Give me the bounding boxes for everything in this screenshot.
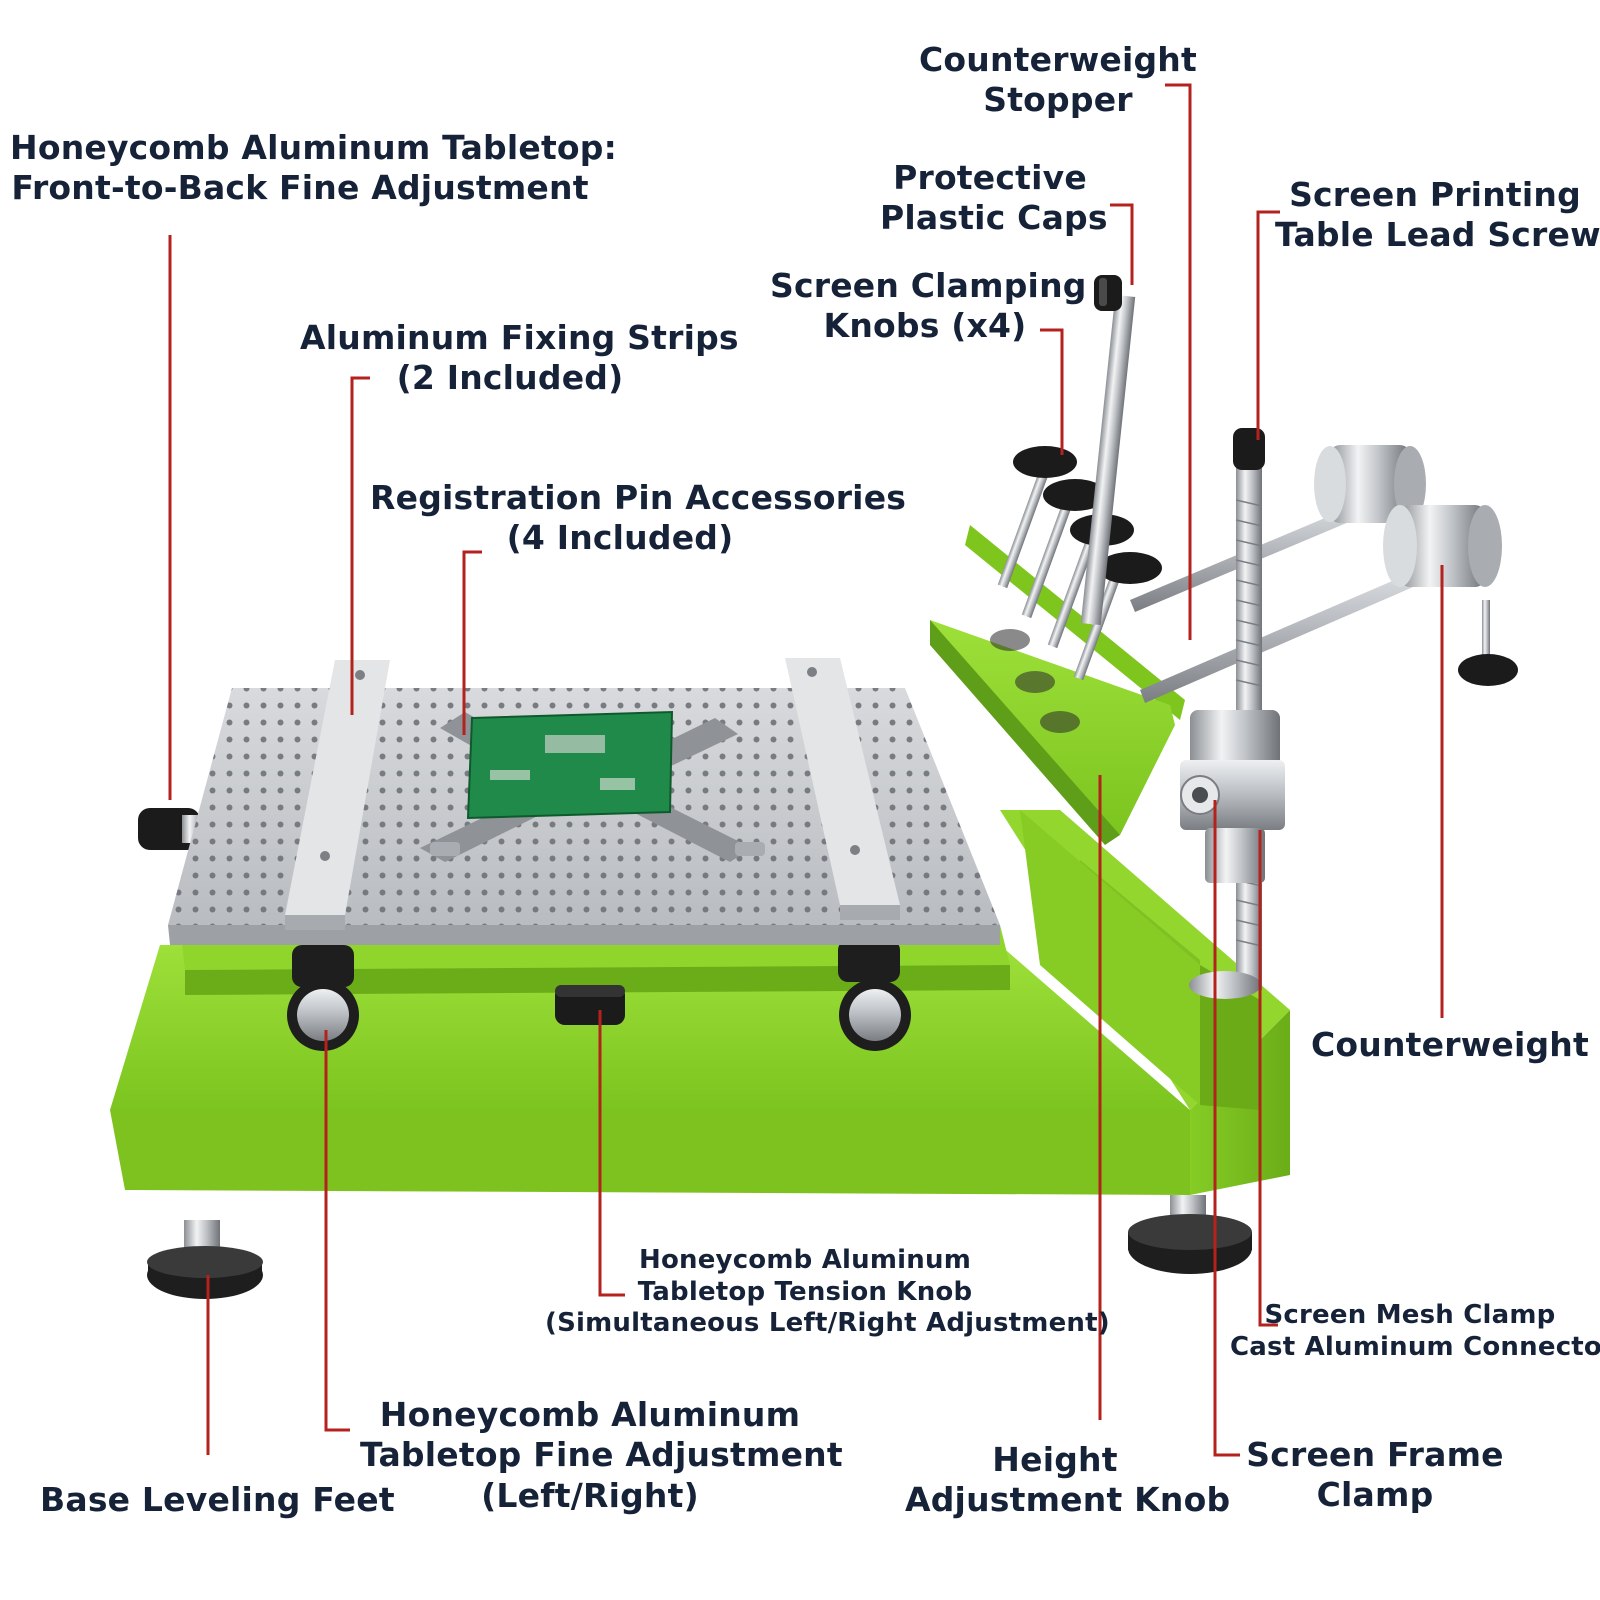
tension-knob-line-1: Honeycomb Aluminum bbox=[638, 1245, 971, 1275]
leader-fine-adjust-lr bbox=[324, 1030, 350, 1432]
clamping-knobs-line-1: Screen Clamping bbox=[770, 266, 1087, 305]
fine-adjust-lr-line-3: (Left/Right) bbox=[481, 1475, 699, 1515]
label-counterweight: Counterweight bbox=[1310, 1025, 1590, 1065]
leader-fixing-strips bbox=[350, 376, 370, 715]
label-frame-clamp: Screen Frame Clamp bbox=[1245, 1435, 1505, 1516]
leveling-foot-left bbox=[147, 1220, 263, 1299]
screen-frame-clamp bbox=[930, 525, 1185, 845]
label-protective-caps: Protective Plastic Caps bbox=[880, 158, 1108, 239]
counterweight-upper bbox=[1314, 445, 1426, 523]
mesh-clamp-connector-line-2: Cast Aluminum Connector bbox=[1230, 1331, 1600, 1362]
label-tabletop-front-back: Honeycomb Aluminum Tabletop: Front-to-Ba… bbox=[10, 128, 618, 209]
height-knob-line-2: Adjustment Knob bbox=[905, 1480, 1231, 1520]
label-counterweight-stopper: Counterweight Stopper bbox=[918, 40, 1198, 121]
leader-clamping-knobs bbox=[1040, 328, 1064, 455]
label-height-knob: Height Adjustment Knob bbox=[905, 1440, 1231, 1521]
counterweight-stopper-line-1: Counterweight bbox=[919, 40, 1197, 79]
tabletop-front-back-line-1: Honeycomb Aluminum Tabletop: bbox=[10, 128, 618, 167]
protective-caps-line-2: Plastic Caps bbox=[880, 198, 1108, 238]
lead-screw-line-2: Table Lead Screw bbox=[1275, 215, 1600, 255]
label-fixing-strips: Aluminum Fixing Strips (2 Included) bbox=[300, 318, 739, 399]
fixing-strips-line-1: Aluminum Fixing Strips bbox=[300, 318, 739, 357]
label-fine-adjust-lr: Honeycomb Aluminum Tabletop Fine Adjustm… bbox=[360, 1395, 843, 1516]
label-lead-screw: Screen Printing Table Lead Screw bbox=[1275, 175, 1600, 256]
fixing-strips-line-2: (2 Included) bbox=[396, 358, 624, 398]
registration-pins-line-2: (4 Included) bbox=[506, 518, 734, 558]
leader-protective-caps bbox=[1110, 203, 1134, 285]
mesh-clamp-connector-line-1: Screen Mesh Clamp bbox=[1264, 1300, 1556, 1330]
height-knob-line-1: Height bbox=[992, 1440, 1118, 1479]
fine-adjust-knob-left bbox=[287, 945, 359, 1051]
leader-frame-clamp bbox=[1213, 800, 1240, 1457]
lead-screw-line-1: Screen Printing bbox=[1289, 175, 1581, 214]
leveling-feet-line-1: Base Leveling Feet bbox=[40, 1480, 395, 1519]
fine-adjust-lr-line-1: Honeycomb Aluminum bbox=[379, 1395, 801, 1434]
label-clamping-knobs: Screen Clamping Knobs (x4) bbox=[770, 266, 1087, 347]
label-tension-knob: Honeycomb Aluminum Tabletop Tension Knob… bbox=[545, 1245, 1110, 1340]
frame-clamp-line-2: Clamp bbox=[1316, 1475, 1434, 1515]
label-leveling-feet: Base Leveling Feet bbox=[40, 1480, 395, 1520]
label-registration-pins: Registration Pin Accessories (4 Included… bbox=[370, 478, 907, 559]
fixing-strip-left bbox=[285, 660, 390, 930]
label-mesh-clamp-connector: Screen Mesh Clamp Cast Aluminum Connecto… bbox=[1230, 1300, 1600, 1363]
counterweight-stopper-line-2: Stopper bbox=[983, 80, 1133, 120]
leader-mesh-clamp-connector bbox=[1258, 830, 1278, 1327]
tension-knob-line-3: (Simultaneous Left/Right Adjustment) bbox=[545, 1308, 1110, 1339]
protective-caps-line-1: Protective bbox=[893, 158, 1087, 197]
counterweight-lower bbox=[1383, 505, 1518, 686]
fixing-strip-right bbox=[785, 658, 900, 920]
leader-tension-knob bbox=[598, 1010, 625, 1297]
leader-lead-screw bbox=[1256, 210, 1280, 440]
clamping-knobs-line-2: Knobs (x4) bbox=[823, 306, 1027, 346]
fine-adjust-knob-right bbox=[838, 940, 911, 1051]
counterweight-line-1: Counterweight bbox=[1311, 1025, 1589, 1064]
leader-lines bbox=[168, 83, 1444, 1457]
tension-knob bbox=[555, 985, 625, 1025]
cast-aluminum-connector bbox=[1180, 710, 1285, 883]
leader-counterweight-stopper bbox=[1165, 83, 1192, 640]
fine-adjust-lr-line-2: Tabletop Fine Adjustment bbox=[360, 1435, 843, 1475]
leveling-foot-right bbox=[1128, 1195, 1252, 1274]
leader-registration-pins bbox=[462, 550, 482, 735]
pcb-board bbox=[466, 710, 674, 820]
tension-knob-line-2: Tabletop Tension Knob bbox=[637, 1276, 973, 1307]
registration-pins-line-1: Registration Pin Accessories bbox=[370, 478, 907, 517]
tabletop-front-back-line-2: Front-to-Back Fine Adjustment bbox=[11, 168, 589, 208]
frame-clamp-line-1: Screen Frame bbox=[1246, 1435, 1504, 1474]
stopper-post bbox=[1080, 275, 1136, 626]
